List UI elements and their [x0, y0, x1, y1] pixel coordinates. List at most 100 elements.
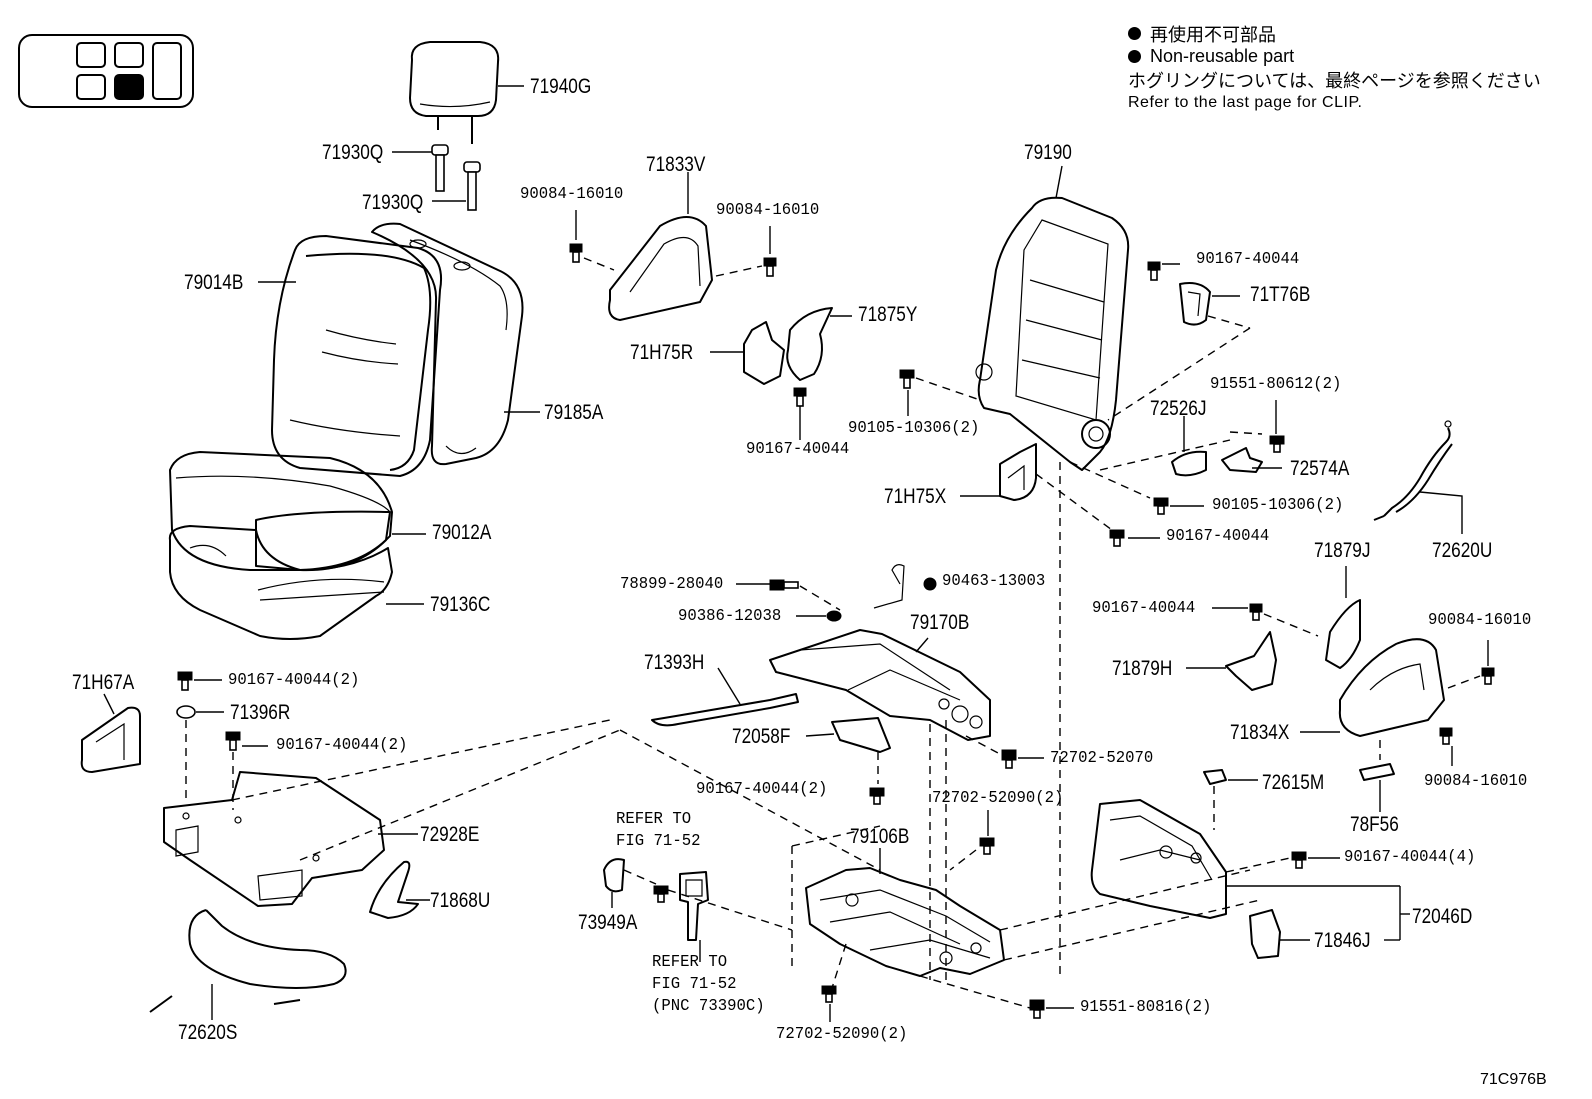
part-label[interactable]: 72620U [1432, 539, 1493, 562]
part-label[interactable]: 90105-10306(2) [1212, 496, 1344, 515]
part-label[interactable]: 91551-80816(2) [1080, 998, 1212, 1017]
adjuster-screw-lower-illustration [821, 985, 837, 1022]
part-label[interactable]: 73949A [578, 911, 638, 934]
non-reusable-dot-icon [1128, 50, 1141, 63]
part-label[interactable]: 71H75X [884, 485, 947, 508]
part-label[interactable]: 71868U [430, 889, 491, 912]
part-label[interactable]: 72574A [1290, 457, 1350, 480]
frame-hardware-illustration [1099, 400, 1285, 477]
part-label[interactable]: 90386-12038 [678, 607, 782, 626]
indicator-cell-selected [114, 74, 144, 100]
refer-note-line: REFER TO [616, 810, 692, 829]
part-label[interactable]: 79012A [432, 521, 492, 544]
indicator-cell-r1c1 [76, 42, 106, 68]
part-label[interactable]: 71940G [530, 75, 592, 98]
adjuster-bolt-lower-illustration [1029, 999, 1074, 1019]
part-label[interactable]: 72702-52070 [1050, 749, 1154, 768]
part-label[interactable]: 71846J [1314, 929, 1371, 952]
part-label[interactable]: 90084-16010 [716, 201, 820, 220]
part-label[interactable]: 72702-52090(2) [932, 789, 1064, 808]
legend: 再使用不可部品 Non-reusable part ホグリングについては、最終ペ… [1128, 22, 1541, 114]
headrest-illustration [409, 41, 524, 144]
refer-note-line: REFER TO [652, 953, 728, 972]
part-label[interactable]: 90167-40044(2) [276, 736, 408, 755]
part-label[interactable]: 79106B [850, 825, 910, 848]
part-label[interactable]: 90084-16010 [520, 185, 624, 204]
refer-note-line: FIG 71-52 [616, 832, 701, 851]
cushion-strap-illustration [651, 667, 799, 727]
seat-adjuster-illustration [791, 825, 1261, 1009]
adjuster-bolt-illustration [965, 735, 1044, 769]
part-label[interactable]: 79185A [544, 401, 604, 424]
indicator-cell-r2c1 [76, 74, 106, 100]
legend-clip-note-jp: ホグリングについては、最終ページを参照ください [1128, 70, 1541, 91]
release-cable-illustration [1373, 420, 1463, 534]
frame-screws-illustration [1109, 497, 1204, 547]
part-label[interactable]: 72526J [1150, 397, 1207, 420]
part-label[interactable]: 72620S [178, 1021, 238, 1044]
refer-note-line: FIG 71-52 [652, 975, 737, 994]
part-label[interactable]: 71396R [230, 701, 291, 724]
frame-bolt-illustration [899, 369, 981, 416]
side-shield-illustration [569, 172, 852, 440]
adjuster-screw-upper-illustration [949, 810, 995, 871]
part-label[interactable]: 71H75R [630, 341, 694, 364]
part-label[interactable]: 72046D [1412, 905, 1473, 928]
part-label[interactable]: 71834X [1230, 721, 1290, 744]
right-base-cover-illustration [1090, 769, 1410, 959]
part-label[interactable]: 72928E [420, 823, 480, 846]
frame-hinge-cover-illustration [960, 443, 1037, 501]
legend-non-reusable-en: Non-reusable part [1150, 46, 1295, 66]
refer-note-line: (PNC 73390C) [652, 997, 765, 1016]
frame-bracket-illustration [1107, 261, 1251, 421]
part-label[interactable]: 71930Q [362, 191, 424, 214]
part-label[interactable]: 71930Q [322, 141, 384, 164]
part-label[interactable]: 71879J [1314, 539, 1371, 562]
part-label[interactable]: 90167-40044 [1196, 250, 1300, 269]
part-label[interactable]: 79190 [1024, 141, 1072, 164]
part-label[interactable]: 90167-40044(4) [1344, 848, 1476, 867]
part-label[interactable]: 91551-80612(2) [1210, 375, 1342, 394]
illustration-code: 71C976B [1480, 1071, 1547, 1088]
part-label[interactable]: 90167-40044(2) [228, 671, 360, 690]
center-screw-illustration [869, 752, 885, 805]
legend-non-reusable-jp: 再使用不可部品 [1150, 24, 1276, 45]
seatback-cover-illustration [258, 235, 442, 477]
seatbelt-buckle-illustration [603, 858, 793, 962]
part-label[interactable]: 90167-40044 [746, 440, 850, 459]
part-label[interactable]: 72615M [1262, 771, 1325, 794]
part-label[interactable]: 71879H [1112, 657, 1173, 680]
part-label[interactable]: 90167-40044(2) [696, 780, 828, 799]
part-label[interactable]: 90167-40044 [1092, 599, 1196, 618]
part-label[interactable]: 79136C [430, 593, 491, 616]
seat-position-indicator [18, 34, 194, 108]
seatback-pad-illustration [371, 222, 540, 466]
indicator-cell-c3 [152, 42, 182, 100]
part-label[interactable]: 79170B [910, 611, 970, 634]
part-label[interactable]: 71875Y [858, 303, 918, 326]
part-label[interactable]: 71T76B [1250, 283, 1311, 306]
part-label[interactable]: 90167-40044 [1166, 527, 1270, 546]
cushion-frame-illustration [736, 564, 991, 741]
right-shield-illustration [1186, 566, 1495, 812]
part-label[interactable]: 72702-52090(2) [776, 1025, 908, 1044]
cushion-cover-illustration [169, 451, 426, 572]
cushion-pad-illustration [168, 525, 424, 640]
part-label[interactable]: 90084-16010 [1424, 772, 1528, 791]
part-label[interactable]: 71393H [644, 651, 705, 674]
part-label[interactable]: 78F56 [1350, 813, 1399, 836]
headrest-guide-illustration [392, 144, 481, 211]
cushion-plate-illustration [805, 717, 891, 753]
left-lower-cover-illustration [80, 671, 430, 1020]
part-label[interactable]: 79014B [184, 271, 244, 294]
seatback-frame-illustration [975, 165, 1130, 471]
part-label[interactable]: 71H67A [72, 671, 135, 694]
part-label[interactable]: 90084-16010 [1428, 611, 1532, 630]
legend-clip-note-en: Refer to the last page for CLIP. [1128, 93, 1363, 111]
part-label[interactable]: 72058F [732, 725, 791, 748]
part-label[interactable]: 90105-10306(2) [848, 419, 980, 438]
part-label[interactable]: 90463-13003 [942, 572, 1046, 591]
part-label[interactable]: 71833V [646, 153, 706, 176]
part-label[interactable]: 78899-28040 [620, 575, 724, 594]
non-reusable-dot-icon [1128, 27, 1141, 40]
